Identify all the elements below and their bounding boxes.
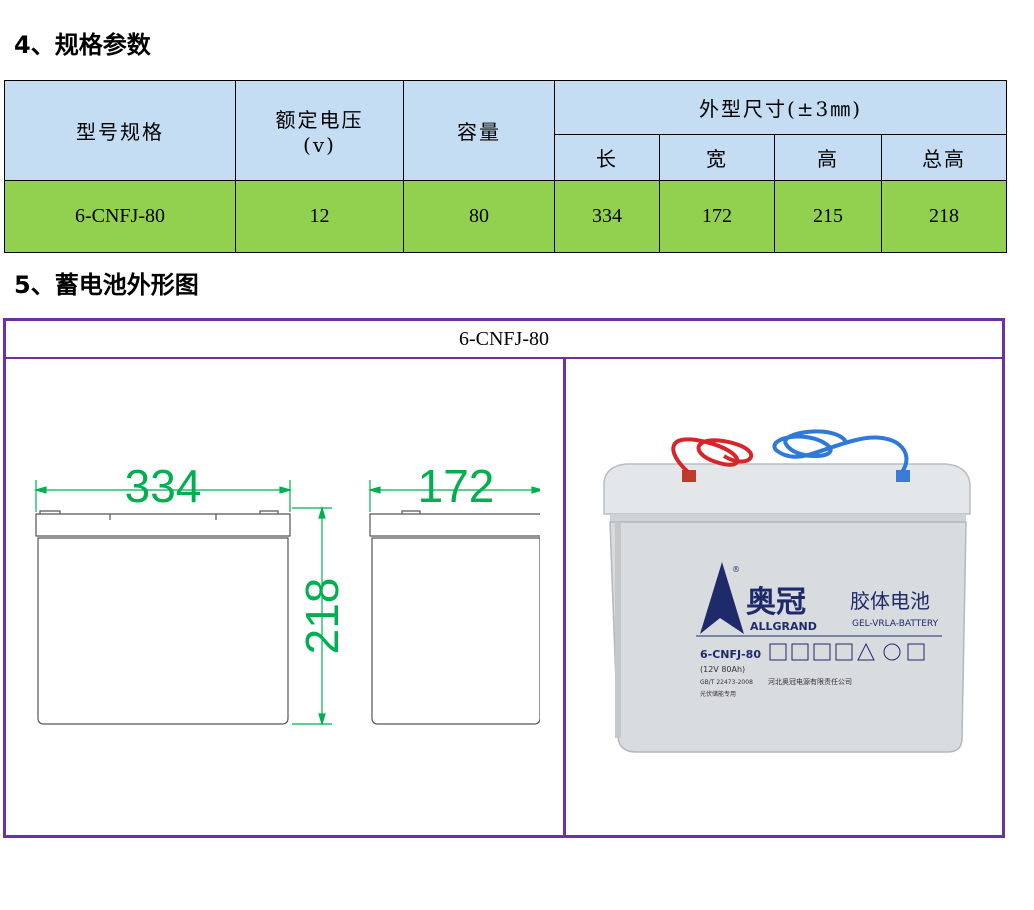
battery-photo: ® 奥冠 ALLGRAND 胶体电池 GEL-VRLA-BATTERY 6-CN…: [603, 429, 971, 753]
eye-protection-icon: [835, 643, 853, 661]
no-disassemble-icon: [791, 643, 809, 661]
cell-capacity: 80: [403, 180, 555, 253]
front-view-body: [37, 537, 289, 725]
product-cn: 胶体电池: [850, 589, 930, 613]
outline-frame: 6-CNFJ-80: [3, 318, 1005, 838]
dim-172: 172: [418, 460, 495, 512]
photo-maker: 河北奥冠电源有限责任公司: [768, 677, 852, 686]
brand-en: ALLGRAND: [750, 620, 817, 633]
section-title-outline: 5、蓄电池外形图: [14, 271, 199, 299]
product-en: GEL-VRLA-BATTERY: [852, 619, 939, 629]
red-terminal: [682, 470, 696, 482]
side-view-body: [371, 537, 540, 725]
battery-body: [609, 521, 967, 753]
header-voltage-label: 额定电压: [275, 108, 364, 132]
table-row: 6-CNFJ-80 12 80 334 172 215 218: [4, 180, 1008, 253]
outline-divider: [563, 357, 566, 835]
blue-terminal: [896, 470, 910, 482]
battery-outline-drawing: 334 172 218: [33, 460, 540, 727]
section-title-specs: 4、规格参数: [14, 31, 151, 59]
battery-lid: [603, 463, 971, 515]
cell-model: 6-CNFJ-80: [4, 180, 236, 253]
cell-width: 172: [659, 180, 775, 253]
header-voltage-unit: (v): [303, 133, 336, 157]
side-view-lid: [369, 513, 540, 537]
warning-icon: [857, 642, 875, 661]
header-capacity: 容量: [403, 80, 555, 181]
cell-height: 215: [774, 180, 882, 253]
svg-text:®: ®: [732, 565, 740, 574]
header-dimensions: 外型尺寸(±3㎜): [553, 80, 1008, 135]
dim-218: 218: [296, 578, 348, 655]
header-voltage: 额定电压 (v): [235, 80, 404, 181]
brand-cn: 奥冠: [746, 585, 806, 620]
header-width: 宽: [659, 134, 775, 181]
outline-model-label: 6-CNFJ-80: [6, 321, 1002, 359]
header-length: 长: [554, 134, 660, 181]
red-wire: [671, 437, 754, 474]
front-view-lid: [35, 513, 291, 537]
blue-wire: [772, 429, 909, 474]
dim-334: 334: [125, 460, 202, 512]
spec-table: 型号规格 额定电压 (v) 容量 外型尺寸(±3㎜) 长 宽 高 总高 6-CN…: [4, 80, 1008, 253]
cell-total-height: 218: [880, 180, 1008, 253]
no-trash-icon: [907, 643, 925, 661]
cell-voltage: 12: [235, 180, 404, 253]
warning-icons-row: [769, 642, 925, 661]
allgrand-logo-icon: [700, 562, 744, 634]
recycle-icon: [883, 643, 901, 661]
header-height: 高: [774, 134, 882, 181]
photo-model: 6-CNFJ-80: [700, 648, 761, 661]
photo-rating: (12V 80Ah): [700, 665, 745, 674]
header-total-height: 总高: [880, 134, 1008, 181]
photo-standard: GB/T 22473-2008: [700, 679, 753, 686]
read-manual-icon: [813, 643, 831, 661]
header-model: 型号规格: [4, 80, 236, 181]
no-fire-icon: [769, 643, 787, 661]
cell-length: 334: [554, 180, 660, 253]
photo-use: 光伏储能专用: [700, 690, 736, 698]
